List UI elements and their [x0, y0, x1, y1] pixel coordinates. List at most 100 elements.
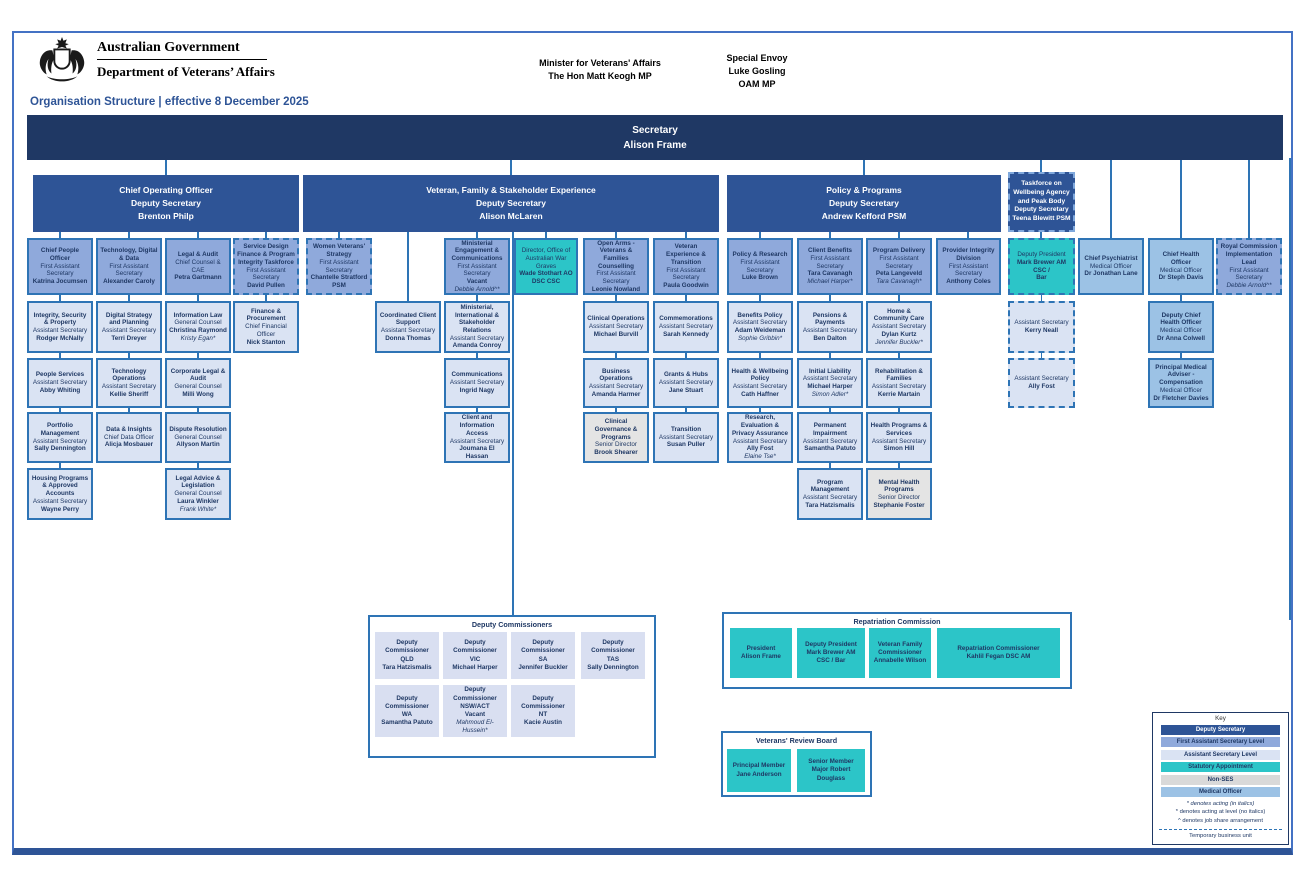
text-line: Principal Medical Adviser - Compensation	[1155, 363, 1207, 387]
text-line: Commemorations	[659, 315, 713, 323]
text-line: People Services	[35, 371, 85, 379]
text-line: Jane Anderson	[736, 770, 782, 778]
text-line: VIC	[469, 655, 481, 663]
text-line: Michael Harper	[807, 383, 853, 390]
text-line: Assistant Secretary	[732, 383, 788, 390]
legend-title: Key	[1215, 715, 1226, 722]
connector-line	[967, 232, 969, 238]
text-line: First Assistant Secretary	[319, 258, 359, 274]
text-line: Debbie Arnold^*	[1226, 281, 1272, 289]
text-line: Alicja Mosbauer	[104, 441, 154, 449]
text-line: Assistant Secretary	[101, 383, 157, 390]
text-line: Jennifer Buckler	[518, 663, 568, 671]
text-line: Senior Director	[595, 441, 637, 449]
connector-line	[1180, 353, 1182, 358]
text-line: Sophie Gribbin*	[737, 334, 783, 342]
connector-line	[615, 408, 617, 412]
text-line: Legal Advice & Legislation	[175, 474, 221, 490]
text-line: Dispute Resolution	[169, 425, 227, 433]
text-line: Kristy Egan*	[180, 334, 216, 342]
connector-line	[128, 232, 130, 238]
text-line: Grants & Hubs	[663, 371, 709, 379]
text-line: Debbie Arnold^*	[454, 285, 500, 293]
text-line: QLD	[400, 655, 414, 663]
text-line: Assistant Secretary	[658, 379, 714, 387]
text-line: Chief Financial Officer	[245, 323, 287, 338]
text-line: Commissioner	[591, 647, 635, 655]
special-envoy-block: Special Envoy Luke Gosling OAM MP	[702, 52, 812, 91]
text-line: Chief Counsel & CAE	[175, 258, 221, 274]
connector-line	[1040, 160, 1042, 172]
text-line: Alison McLaren	[479, 211, 543, 222]
text-line: Luke Brown	[741, 274, 779, 282]
connector-line	[476, 295, 478, 301]
text-line: Tara Hatzismalis	[805, 501, 855, 509]
text-line: Vacant	[464, 711, 486, 718]
text-line: Home & Community Care	[873, 307, 925, 323]
text-line: Veteran Experience & Transition	[666, 243, 706, 266]
text-line: Program Management	[810, 478, 850, 494]
org-node-research-evaluation-privacy-assurance: Research, Evaluation & Privacy Assurance…	[727, 412, 793, 463]
text-line: Rehabilitation & Families	[875, 367, 923, 383]
page-border-frame	[12, 31, 1293, 855]
connector-line	[1180, 295, 1182, 301]
legend-swatch-first-assistant-secretary-level: First Assistant Secretary Level	[1161, 737, 1280, 747]
text-line: Assistant Secretary	[588, 383, 644, 390]
text-line: Bar	[1036, 274, 1047, 282]
connector-line	[685, 408, 687, 412]
connector-line	[128, 295, 130, 301]
text-line: Joumana El Hassan	[459, 445, 495, 460]
connector-line	[197, 295, 199, 301]
legend-note: * denotes acting (in italics)	[1186, 800, 1255, 807]
text-line: Women Veterans' Strategy	[312, 243, 366, 259]
text-line: Elaine Tse*	[744, 452, 776, 460]
text-line: Deputy Commissioner	[385, 694, 429, 710]
legend-swatch-assistant-secretary-level: Assistant Secretary Level	[1161, 749, 1280, 760]
connector-line	[197, 408, 199, 412]
text-line: President	[746, 644, 776, 652]
connector-line	[615, 232, 617, 238]
text-line: Communications	[451, 371, 503, 379]
text-line: Medical Officer	[1090, 262, 1132, 270]
connector-line	[898, 408, 900, 412]
text-line: Program Delivery	[872, 247, 926, 255]
text-line: Katrina Jocumsen	[32, 278, 88, 285]
text-line: First Assistant Secretary	[948, 262, 989, 278]
connector-line	[476, 353, 478, 358]
text-line: Health & Wellbeing Policy	[731, 367, 789, 383]
text-line: Assistant Secretary	[802, 437, 858, 445]
text-line: Repatriation Commissioner	[957, 644, 1040, 652]
connector-line	[476, 408, 478, 412]
text-line: Mental Health Programs	[878, 478, 920, 494]
connector-line	[59, 353, 61, 358]
text-line: Kerry Neall	[1024, 327, 1059, 334]
text-line: David Pullen	[247, 281, 285, 289]
text-line: Laura Winkler	[177, 497, 219, 505]
text-line: Dr Steph Davis	[1158, 274, 1204, 282]
text-line: Health Programs & Services	[870, 422, 928, 437]
text-line: Data & Insights	[106, 425, 152, 433]
text-line: Deputy Commissioner	[453, 686, 497, 702]
text-line: Assistant Secretary	[658, 323, 714, 331]
text-line: Ingrid Nagy	[459, 386, 495, 394]
